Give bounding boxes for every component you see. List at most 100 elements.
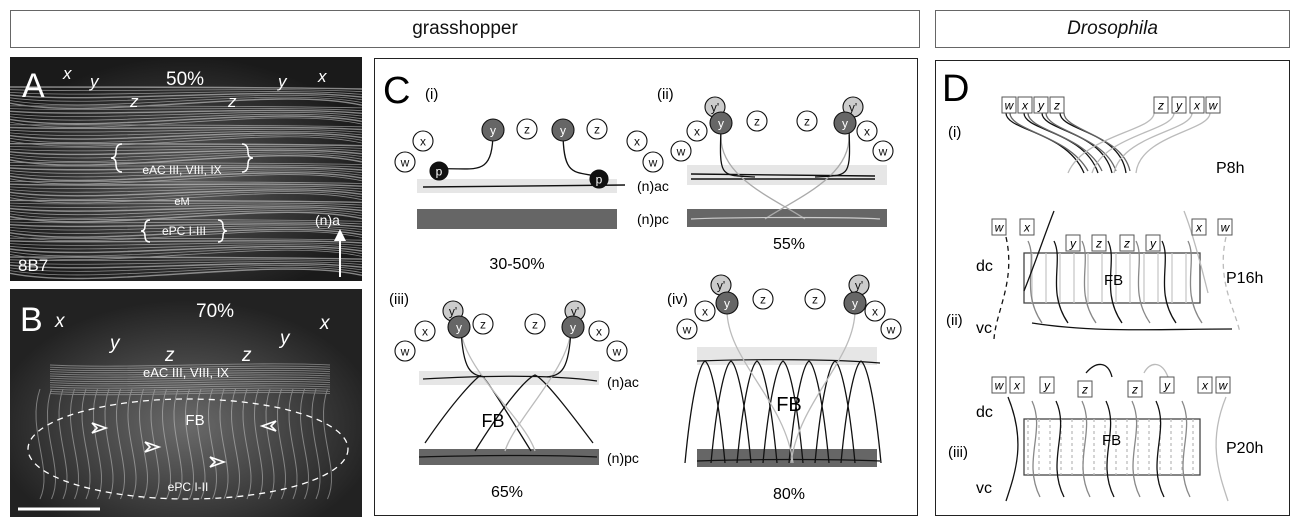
c-ii-cell-w-left: w xyxy=(670,140,692,162)
c-i-cell-y-left-label: y xyxy=(490,124,496,138)
c-iii-cell-y-right: y xyxy=(561,315,585,339)
d-iii-box-x-left-label: x xyxy=(1013,379,1021,393)
c-i-cell-p-left: p xyxy=(429,161,449,181)
c-i-cell-x-left: x xyxy=(412,130,434,152)
d-i-box-w-left: w xyxy=(1001,96,1017,114)
c-iv-stage: 80% xyxy=(773,486,805,503)
c-ii-cell-x-left-label: x xyxy=(694,125,700,139)
d-ii-box-y-right-label: y xyxy=(1149,237,1157,251)
c-i-cell-w-left-label: w xyxy=(400,156,410,170)
b-fb-label: FB xyxy=(185,412,204,429)
d-i-box-z-left-label: z xyxy=(1053,99,1060,113)
c-iv-cell-w-left-label: w xyxy=(682,323,692,337)
c-i-cell-z-right: z xyxy=(586,118,608,140)
c-i-cell-p-right-label: p xyxy=(596,173,603,187)
c-i-cell-p-right: p xyxy=(589,169,609,189)
d-ii-box-x-right: x xyxy=(1191,218,1207,236)
c-ii-cell-w-left-label: w xyxy=(676,145,686,159)
c-iii-cell-z-right: z xyxy=(524,313,546,335)
d-iii-box-w-left: w xyxy=(991,376,1007,394)
c-iii-cell-yp-left-label: y' xyxy=(449,305,457,319)
c-iv-cell-x-left: x xyxy=(694,300,716,322)
c-i-cell-y-right-label: y xyxy=(560,124,566,138)
a-label-y-left: y xyxy=(89,72,100,91)
c-ii-cell-y-left: y xyxy=(709,111,733,135)
d-ii-box-w-left-label: w xyxy=(995,221,1005,235)
b-label-z-right: z xyxy=(241,345,252,366)
d-ii-box-y-right: y xyxy=(1145,234,1161,252)
c-ii-cell-z-left-label: z xyxy=(754,115,760,129)
d-ii-box-w-right: w xyxy=(1217,218,1233,236)
c-ii-cell-yp-left-label: y' xyxy=(711,101,719,115)
c-iv-cell-w-right-label: w xyxy=(886,323,896,337)
c-iii-cell-z-left-label: z xyxy=(480,318,486,332)
c-iv-cell-y-left-label: y xyxy=(724,297,730,311)
a-antibody-label: 8B7 xyxy=(18,256,48,275)
d-ii-box-z-right-label: z xyxy=(1123,237,1130,251)
a-label-y-right: y xyxy=(277,72,288,91)
drosophila-title: Drosophila xyxy=(1067,18,1158,39)
d-ii-stage: P16h xyxy=(1226,270,1263,287)
d-ii-box-z-left-label: z xyxy=(1095,237,1102,251)
c-iv-cell-yp-right-label: y' xyxy=(855,279,863,293)
d-i-box-x-left-label: x xyxy=(1021,99,1029,113)
c-iv-cell-x-right: x xyxy=(864,300,886,322)
c-iv-fb: FB xyxy=(776,394,802,416)
panel-b-image: B x y z 70% z y x eAC III, VIII, IX FB e… xyxy=(10,289,362,517)
c-ii-cell-y-left-label: y xyxy=(718,117,724,131)
c-iv-cell-x-left-label: x xyxy=(702,305,708,319)
b-label-y-left: y xyxy=(108,333,121,354)
c-iv-cell-z-right-label: z xyxy=(812,293,818,307)
b-percent: 70% xyxy=(196,301,234,322)
a-epc-label: ePC I-III xyxy=(162,224,206,238)
c-i-cell-w-right: w xyxy=(642,151,664,173)
panel-a-letter: A xyxy=(22,67,45,105)
d-i-box-w-left-label: w xyxy=(1005,99,1015,113)
c-iv-cell-z-left: z xyxy=(752,288,774,310)
c-i-cell-w-left: w xyxy=(394,151,416,173)
d-iii-box-y-right-label: y xyxy=(1163,379,1171,393)
c-iii-cell-x-right: x xyxy=(588,320,610,342)
c-iv-cell-w-left: w xyxy=(676,318,698,340)
d-iii-box-y-left: y xyxy=(1039,376,1055,394)
c-ii-cell-yp-right-label: y' xyxy=(849,101,857,115)
d-ii-dc: dc xyxy=(976,258,993,275)
d-i-stage: P8h xyxy=(1216,160,1244,177)
c-iii-cell-z-right-label: z xyxy=(532,318,538,332)
panel-c-ii: (ii) 55% xyxy=(657,86,887,253)
panel-c-i: (i) (n)ac (n)pc 30-50% xyxy=(417,86,669,273)
a-na-label: (n)a xyxy=(315,212,340,228)
panel-c-letter: C xyxy=(383,70,410,112)
c-i-cell-y-right: y xyxy=(551,118,575,142)
c-ii-cell-y-right-label: y xyxy=(842,117,848,131)
d-iii-box-z-left-label: z xyxy=(1081,383,1088,397)
c-iv-cell-yp-left-label: y' xyxy=(717,279,725,293)
c-iv-cell-z-right: z xyxy=(804,288,826,310)
c-i-cell-z-right-label: z xyxy=(594,123,600,137)
c-ii-cell-x-left: x xyxy=(686,120,708,142)
panel-d-diagram: D (i) P8h (ii) dc vc FB P16h (iii) dc vc… xyxy=(942,68,1263,502)
panel-d-ii: (ii) dc vc FB P16h xyxy=(946,210,1263,340)
grasshopper-title: grasshopper xyxy=(412,18,518,39)
c-ii-cell-w-right: w xyxy=(872,140,894,162)
d-iii-box-y-left-label: y xyxy=(1043,379,1051,393)
c-ii-cell-w-right-label: w xyxy=(878,145,888,159)
c-iv-cell-w-right: w xyxy=(880,318,902,340)
d-i-box-y-right: y xyxy=(1171,96,1187,114)
a-em-label: eM xyxy=(174,196,189,208)
c-iii-cell-y-left-label: y xyxy=(456,321,462,335)
d-iii-box-x-right: x xyxy=(1197,376,1213,394)
d-i-box-x-right: x xyxy=(1189,96,1205,114)
c-iii-numeral: (iii) xyxy=(389,291,409,308)
d-ii-box-x-right-label: x xyxy=(1195,221,1203,235)
c-i-cell-x-left-label: x xyxy=(420,135,426,149)
d-iii-vc: vc xyxy=(976,480,992,497)
c-i-cell-w-right-label: w xyxy=(648,156,658,170)
d-iii-box-w-right: w xyxy=(1215,376,1231,394)
c-i-cell-z-left: z xyxy=(516,118,538,140)
d-ii-box-x-left-label: x xyxy=(1023,221,1031,235)
b-eac-label: eAC III, VIII, IX xyxy=(143,365,229,380)
d-i-box-y-left-label: y xyxy=(1037,99,1045,113)
d-iii-box-z-left: z xyxy=(1077,380,1093,398)
c-i-cell-p-left-label: p xyxy=(436,165,443,179)
